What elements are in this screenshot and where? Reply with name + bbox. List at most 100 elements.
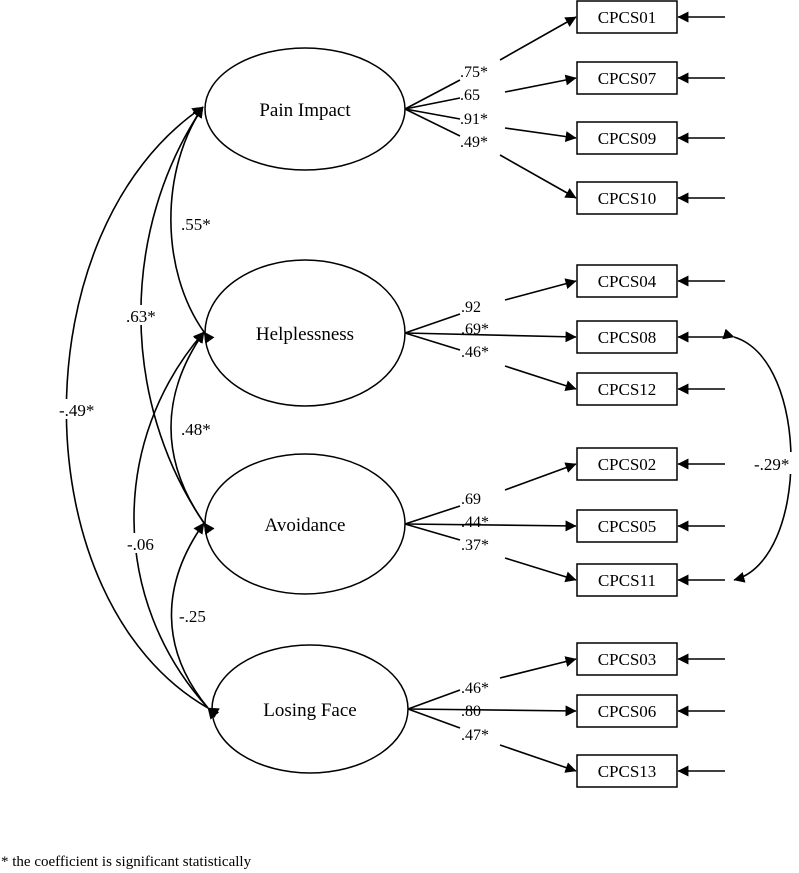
factor-correlations: .55* .63* -.49* .48* -.06 -.25	[58, 106, 221, 720]
item-cpcs06: CPCS06	[576, 694, 725, 728]
item-box	[576, 563, 678, 597]
loading-arrow	[404, 97, 461, 110]
item-box	[576, 447, 678, 481]
loading-arrow	[404, 331, 577, 343]
item-box	[576, 754, 678, 788]
loading-value: .69*	[461, 321, 489, 338]
item-label: CPCS06	[598, 702, 657, 721]
item-box	[576, 372, 678, 406]
loading-arrow	[404, 108, 461, 120]
error-covariance: -.29*	[722, 328, 799, 583]
loading-value: .69	[461, 491, 481, 508]
correlation-value: -.49*	[59, 401, 94, 420]
item-cpcs03: CPCS03	[576, 642, 725, 676]
loading-arrow	[404, 332, 461, 351]
factor-pain-impact: Pain Impact	[204, 47, 406, 171]
item-cpcs07: CPCS07	[576, 61, 725, 95]
correlation-value: -.25	[179, 607, 206, 626]
item-cpcs05: CPCS05	[576, 509, 725, 543]
factor-label: Pain Impact	[259, 100, 351, 121]
item-cpcs08: CPCS08	[576, 320, 725, 354]
item-label: CPCS13	[598, 762, 657, 781]
factor-label: Avoidance	[265, 515, 346, 536]
correlation-arc	[170, 106, 215, 344]
label-background	[179, 213, 221, 233]
item-box	[576, 509, 678, 543]
factor-avoidance: Avoidance	[204, 453, 406, 595]
item-box	[576, 181, 678, 215]
item-box	[576, 642, 678, 676]
item-box	[576, 264, 678, 298]
loading-arrow	[504, 365, 577, 392]
loading-arrow	[499, 154, 577, 199]
loading-arrow	[504, 127, 577, 142]
item-label: CPCS03	[598, 650, 657, 669]
factor-label: Helplessness	[256, 324, 354, 345]
factor-losing-face: Losing Face	[211, 644, 409, 774]
factor-label: Losing Face	[263, 700, 356, 721]
correlation-value: -.06	[127, 535, 154, 554]
loading-arrow	[404, 520, 577, 532]
loading-arrow	[404, 79, 461, 110]
correlation-value: .63*	[126, 307, 156, 326]
label-background	[178, 605, 216, 625]
label-background	[58, 399, 106, 419]
item-label: CPCS09	[598, 129, 657, 148]
item-box	[576, 694, 678, 728]
item-label: CPCS07	[598, 69, 657, 88]
loadings-losing-face: .46* .80 .47*	[407, 656, 577, 773]
item-box	[576, 0, 678, 34]
loading-value: .46*	[461, 344, 489, 361]
loading-value: .75*	[460, 64, 488, 81]
item-box	[576, 320, 678, 354]
correlation-arc	[170, 331, 215, 535]
loading-arrow	[499, 656, 577, 679]
correlation-value: .48*	[181, 420, 211, 439]
loading-arrow	[504, 557, 577, 583]
item-cpcs12: CPCS12	[576, 372, 725, 406]
item-label: CPCS04	[598, 272, 657, 291]
loading-value: .49*	[460, 134, 488, 151]
item-label: CPCS12	[598, 380, 657, 399]
item-cpcs02: CPCS02	[576, 447, 725, 481]
loading-value: .91*	[460, 111, 488, 128]
item-cpcs11: CPCS11	[576, 563, 725, 597]
correlation-arc	[170, 522, 219, 720]
item-cpcs10: CPCS10	[576, 181, 725, 215]
loading-arrow	[407, 689, 461, 710]
item-label: CPCS08	[598, 328, 657, 347]
loading-arrow	[499, 16, 577, 61]
loading-value: .44*	[461, 514, 489, 531]
loading-arrow	[404, 313, 461, 334]
label-background	[179, 418, 221, 438]
loadings-pain-impact: .75* .65 .91* .49*	[404, 16, 577, 199]
item-box	[576, 61, 678, 95]
loading-arrow	[504, 74, 577, 93]
loadings-avoidance: .69 .44* .37*	[404, 462, 577, 583]
item-cpcs09: CPCS09	[576, 121, 725, 155]
loading-arrow	[504, 462, 577, 491]
footnote: * the coefficient is significant statist…	[1, 854, 252, 870]
factor-helplessness: Helplessness	[204, 259, 406, 407]
loading-arrow	[404, 505, 461, 525]
loadings-helplessness: .92 .69* .46*	[404, 278, 577, 392]
item-box	[576, 121, 678, 155]
loading-value: .92	[461, 299, 481, 316]
loading-value: .46*	[461, 680, 489, 697]
label-background	[126, 533, 164, 553]
loading-arrow	[404, 523, 461, 541]
covariance-value: -.29*	[754, 455, 789, 474]
item-label: CPCS01	[598, 8, 657, 27]
correlation-arc	[133, 331, 220, 720]
item-label: CPCS11	[598, 571, 656, 590]
item-label: CPCS10	[598, 189, 657, 208]
label-background	[752, 452, 799, 474]
item-cpcs04: CPCS04	[576, 264, 725, 298]
loading-arrow	[407, 708, 461, 729]
loading-arrow	[499, 744, 577, 773]
item-label: CPCS05	[598, 517, 657, 536]
loading-arrow	[504, 278, 577, 301]
correlation-value: .55*	[181, 215, 211, 234]
loading-value: .47*	[461, 727, 489, 744]
